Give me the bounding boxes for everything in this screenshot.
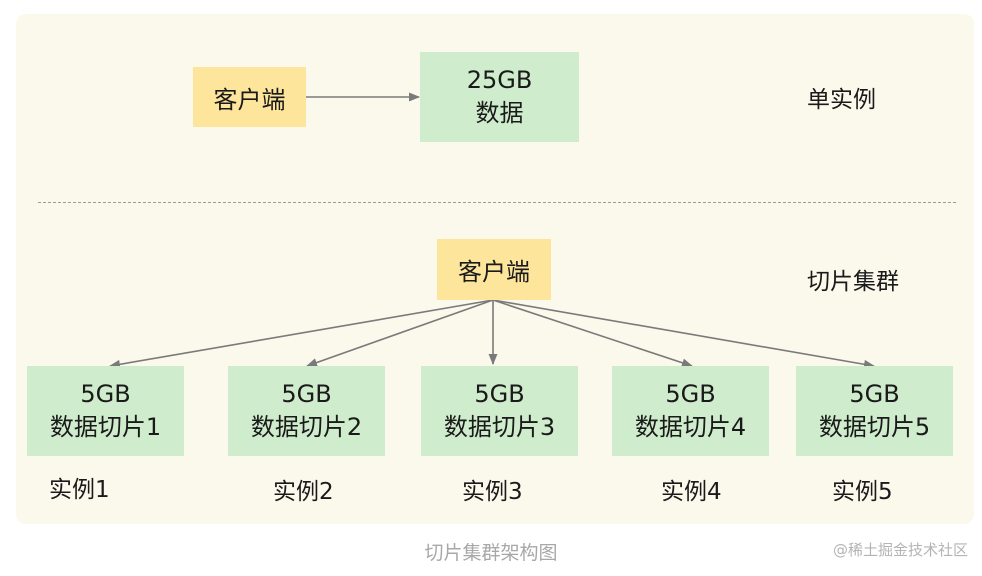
shard-arrow-2 bbox=[305, 299, 494, 367]
shard-box-2: 5GB 数据切片2 bbox=[228, 366, 385, 456]
shard-name-4: 数据切片4 bbox=[634, 413, 747, 441]
cluster-label: 切片集群 bbox=[807, 269, 899, 295]
shard-name-5: 数据切片5 bbox=[818, 413, 931, 441]
instance-label-1: 实例1 bbox=[49, 477, 110, 503]
shard-arrow-1 bbox=[108, 299, 494, 369]
shard-size-4: 5GB bbox=[665, 380, 716, 408]
section-divider bbox=[38, 202, 956, 203]
shard-box-3: 5GB 数据切片3 bbox=[421, 366, 578, 456]
single-data-box: 25GB 数据 bbox=[420, 52, 579, 142]
single-data-name: 数据 bbox=[475, 99, 524, 127]
instance-label-3: 实例3 bbox=[462, 479, 523, 505]
shard-size-5: 5GB bbox=[849, 380, 900, 408]
single-client-box: 客户端 bbox=[193, 67, 306, 127]
single-instance-label: 单实例 bbox=[807, 87, 876, 113]
shard-name-3: 数据切片3 bbox=[443, 413, 556, 441]
shard-box-5: 5GB 数据切片5 bbox=[796, 366, 953, 456]
site-watermark: @稀土掘金技术社区 bbox=[832, 541, 968, 559]
shard-box-4: 5GB 数据切片4 bbox=[612, 366, 769, 456]
shard-arrow-4 bbox=[492, 299, 694, 368]
shard-size-3: 5GB bbox=[474, 380, 525, 408]
shard-box-1: 5GB 数据切片1 bbox=[27, 366, 184, 456]
single-data-size: 25GB bbox=[466, 66, 533, 94]
shard-name-2: 数据切片2 bbox=[250, 413, 363, 441]
instance-label-2: 实例2 bbox=[273, 479, 334, 505]
instance-label-4: 实例4 bbox=[661, 479, 722, 505]
shard-size-1: 5GB bbox=[80, 380, 131, 408]
figure-caption: 切片集群架构图 bbox=[424, 542, 558, 564]
shard-size-2: 5GB bbox=[281, 380, 332, 408]
cluster-client-label: 客户端 bbox=[458, 258, 530, 286]
single-client-label: 客户端 bbox=[213, 85, 286, 114]
shard-name-1: 数据切片1 bbox=[49, 413, 162, 441]
instance-label-5: 实例5 bbox=[832, 479, 893, 505]
shard-arrow-5 bbox=[492, 299, 876, 369]
cluster-client-box: 客户端 bbox=[437, 239, 551, 300]
